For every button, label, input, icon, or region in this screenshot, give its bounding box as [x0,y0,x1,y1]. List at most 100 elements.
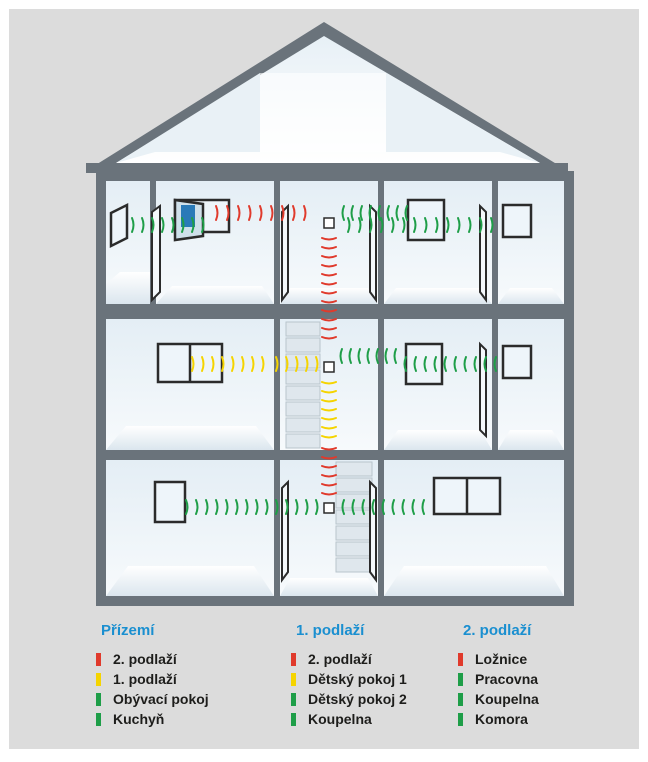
legend-label: Koupelna [308,711,372,727]
signal-arc [305,356,309,372]
legend-item: 2. podlaží [96,649,209,669]
signal-arc [433,356,437,372]
signal-arc [205,499,209,515]
signal-arc [321,390,337,394]
signal-arc [423,356,427,372]
signal-arc [235,499,239,515]
signal-arc [285,356,289,372]
signal-arc [321,447,337,451]
signal-arc [411,499,415,515]
signal-arc [386,205,390,221]
legend-label: Ložnice [475,651,528,667]
signal-arc [402,217,406,233]
signal-arc [275,499,279,515]
signal-arc [453,356,457,372]
legend-item: 2. podlaží [291,649,407,669]
signal-arc [413,217,417,233]
signal-arc [401,499,405,515]
legend-item: Dětský pokoj 2 [291,689,407,709]
signal-waves [131,205,497,515]
signal-arc [226,205,230,221]
signal-arc [483,356,487,372]
signal-arc [201,217,205,233]
signal-arc [231,356,235,372]
signal-arc [359,205,363,221]
signal-arc [321,255,337,259]
signal-arc [161,217,165,233]
legend-label: Kuchyň [113,711,165,727]
signal-arc [265,499,269,515]
signal-arc [321,417,337,421]
signal-arc [493,356,497,372]
signal-arc [339,348,343,364]
legend-label: 2. podlaží [308,651,372,667]
legend-title: 1. podlaží [296,622,365,639]
signal-arc [358,217,362,233]
signal-arc [295,356,299,372]
legend-item: 1. podlaží [96,669,209,689]
signal-arc [321,456,337,460]
signal-arc [351,499,355,515]
signal-arc [369,217,373,233]
signal-arc [381,499,385,515]
signal-arc [191,356,195,372]
signal-arc [350,205,354,221]
floor-1 [106,319,564,450]
legend-swatch [96,652,101,666]
legend-item: Koupelna [291,709,407,729]
signal-arc [413,356,417,372]
signal-arc [248,205,252,221]
signal-arc [321,474,337,478]
signal-arc [131,217,135,233]
signal-arc [384,348,388,364]
signal-arc [321,435,337,439]
roof [86,22,568,173]
signal-arc [375,348,379,364]
signal-arc [393,348,397,364]
legend-title: Přízemí [101,622,155,639]
signal-arc [321,273,337,277]
legend-item: Koupelna [458,689,539,709]
legend-label: Obývací pokoj [113,691,209,707]
floor-2 [106,181,564,304]
signal-arc [468,217,472,233]
legend-swatch [458,692,463,706]
legend-swatch [458,652,463,666]
legend-label: Dětský pokoj 1 [308,671,407,687]
legend-swatch [96,672,101,686]
legend-swatch [291,672,296,686]
signal-arc [391,499,395,515]
signal-arc [321,483,337,487]
signal-arc [341,499,345,515]
signal-arc [321,408,337,412]
signal-arc [395,205,399,221]
legend-label: 1. podlaží [113,671,177,687]
signal-arc [473,356,477,372]
signal-arc [403,356,407,372]
legend-title: 2. podlaží [463,622,532,639]
signal-arc [321,300,337,304]
signal-arc [321,399,337,403]
signal-arc [321,309,337,313]
transmitter-boxes [323,217,335,514]
signal-arc [377,205,381,221]
signal-arc [185,499,189,515]
signal-arc [321,282,337,286]
signal-arc [357,348,361,364]
signal-arc [241,356,245,372]
signal-arc [321,465,337,469]
legend-item: Ložnice [458,649,539,669]
signal-arc [275,356,279,372]
signal-arc [315,356,319,372]
signal-arc [348,348,352,364]
signal-arc [321,246,337,250]
signal-arc [292,205,296,221]
signal-arc [191,217,195,233]
legend-label: Koupelna [475,691,539,707]
signal-arc [424,217,428,233]
signal-arc [295,499,299,515]
